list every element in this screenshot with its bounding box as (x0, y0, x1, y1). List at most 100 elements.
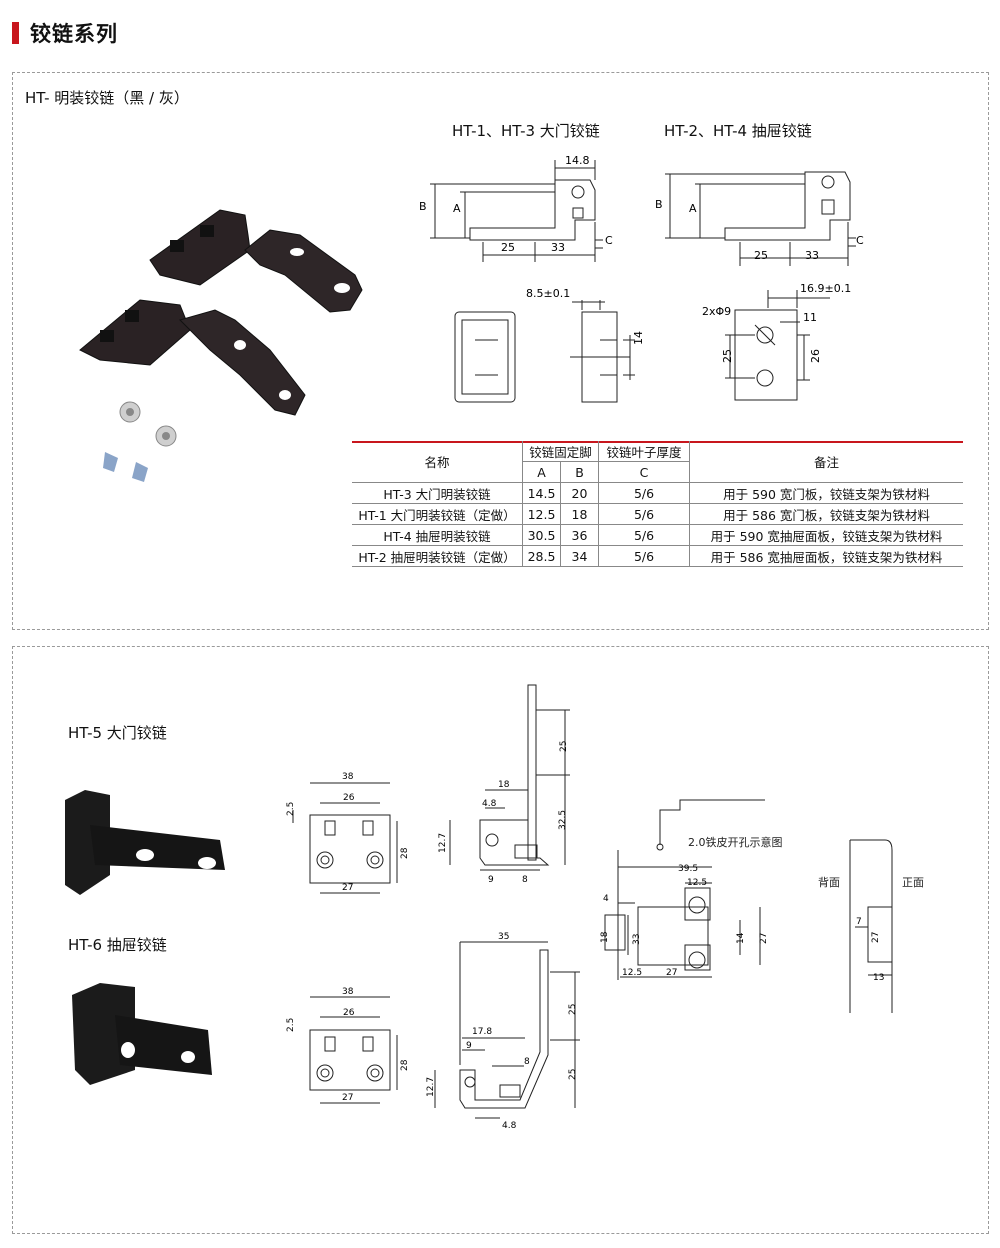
page-title: 铰链系列 (30, 22, 118, 46)
spec-table: 名称 铰链固定脚 铰链叶子厚度 备注 A B C HT-3 大门明装铰链 14.… (352, 441, 963, 567)
diagram-b-plate: 16.9±0.1 2xΦ9 11 25 26 (702, 282, 851, 401)
dim-26: 26 (809, 349, 822, 363)
back-label: 背面 (818, 876, 840, 889)
dim-b-a: A (689, 202, 697, 215)
hole-cutout-diagram: 39.5 12.5 4 18 33 14 27 12.5 27 (600, 799, 769, 980)
cell-c: 5/6 (598, 545, 690, 567)
dim-8-5: 8.5±0.1 (526, 287, 570, 300)
th-thick: 铰链叶子厚度 (598, 441, 690, 462)
cell-b: 18 (560, 503, 599, 525)
cell-note: 用于 590 宽抽屉面板，铰链支架为铁材料 (689, 524, 963, 546)
ht6-plate-drawing: 38 26 2.5 28 27 (286, 987, 410, 1104)
table-row: HT-2 抽屉明装铰链（定做） 28.5 34 5/6 用于 586 宽抽屉面板… (352, 545, 963, 567)
ht5-dim-38: 38 (342, 772, 354, 782)
dim-b: B (419, 200, 427, 213)
ht6-side-12-7: 12.7 (426, 1077, 436, 1097)
sect-dim-13: 13 (873, 973, 884, 983)
dim-b-33: 33 (805, 249, 819, 262)
ht5-plate-drawing: 38 26 2.5 28 27 (286, 772, 410, 894)
header-accent-bar (12, 22, 19, 44)
ht6-side-25a: 25 (568, 1004, 578, 1015)
dim-c: C (605, 234, 613, 247)
hole-dim-39-5: 39.5 (678, 864, 698, 874)
cell-a: 28.5 (522, 545, 561, 567)
cell-name: HT-3 大门明装铰链 (352, 482, 523, 504)
ht5-dim-2-5: 2.5 (286, 802, 296, 816)
ht6-side-9: 9 (466, 1041, 472, 1051)
table-row: HT-4 抽屉明装铰链 30.5 36 5/6 用于 590 宽抽屉面板，铰链支… (352, 524, 963, 546)
diagram-a-side-view: 14.8 B A C 25 33 (419, 154, 613, 262)
hole-dim-27: 27 (759, 933, 769, 944)
cell-c: 5/6 (598, 503, 690, 525)
ht6-product-photo (72, 983, 212, 1085)
diagram-a-plates: 8.5±0.1 14 (454, 287, 645, 403)
hole-dim-14: 14 (736, 932, 746, 944)
cell-name: HT-1 大门明装铰链（定做） (352, 503, 523, 525)
ht5-side-8: 8 (522, 875, 528, 885)
ht5-side-4-8: 4.8 (482, 799, 497, 809)
hole-dim-18: 18 (600, 931, 610, 943)
hole-dim-12-5: 12.5 (687, 878, 707, 888)
dim-holes: 2xΦ9 (702, 305, 731, 318)
th-b: B (560, 461, 599, 483)
ht6-dim-2-5: 2.5 (286, 1018, 296, 1032)
ht6-side-4-8: 4.8 (502, 1121, 517, 1131)
table-header-row: 名称 铰链固定脚 铰链叶子厚度 备注 (352, 441, 963, 483)
ht5-side-18: 18 (498, 780, 510, 790)
hole-dim-12-5b: 12.5 (622, 968, 642, 978)
sect-dim-7: 7 (856, 917, 862, 927)
hole-dim-4: 4 (603, 894, 609, 904)
ht5-side-32-5: 32.5 (558, 810, 568, 830)
cell-a: 12.5 (522, 503, 561, 525)
th-fix: 铰链固定脚 (522, 441, 599, 462)
ht5-dim-26: 26 (343, 793, 355, 803)
dim-b-c: C (856, 234, 864, 247)
dim-11: 11 (803, 311, 817, 324)
cell-a: 14.5 (522, 482, 561, 504)
ht6-side-8: 8 (524, 1057, 530, 1067)
ht6-dim-26: 26 (343, 1008, 355, 1018)
cell-note: 用于 590 宽门板，铰链支架为铁材料 (689, 482, 963, 504)
ht-hinge-product-photo (79, 209, 363, 482)
ht6-dim-28: 28 (400, 1059, 410, 1071)
ht5-dim-28: 28 (400, 847, 410, 859)
cell-name: HT-4 抽屉明装铰链 (352, 524, 523, 546)
table-row: HT-3 大门明装铰链 14.5 20 5/6 用于 590 宽门板，铰链支架为… (352, 482, 963, 504)
cell-name: HT-2 抽屉明装铰链（定做） (352, 545, 523, 567)
th-c: C (598, 461, 690, 483)
dim-25: 25 (501, 241, 515, 254)
sect-dim-27: 27 (871, 932, 881, 943)
section-view: 7 27 13 (849, 839, 893, 1013)
ht6-dim-27: 27 (342, 1093, 353, 1103)
panel-ht5-ht6 (12, 646, 989, 1234)
ht6-title: HT-6 抽屉铰链 (68, 936, 167, 954)
dim-25v: 25 (721, 349, 734, 363)
front-label: 正面 (902, 876, 924, 889)
hole-note: 2.0铁皮开孔示意图 (688, 836, 783, 849)
dim-b-25: 25 (754, 249, 768, 262)
dim-14-8: 14.8 (565, 154, 590, 167)
cell-b: 20 (560, 482, 599, 504)
ht5-product-photo (65, 790, 225, 895)
cell-a: 30.5 (522, 524, 561, 546)
th-note: 备注 (689, 441, 963, 483)
cell-note: 用于 586 宽门板，铰链支架为铁材料 (689, 503, 963, 525)
diagram-a-title: HT-1、HT-3 大门铰链 (452, 122, 600, 140)
ht5-dim-27: 27 (342, 883, 353, 893)
ht5-side-9: 9 (488, 875, 494, 885)
dim-a: A (453, 202, 461, 215)
hole-dim-33: 33 (632, 934, 642, 945)
ht6-side-drawing: 35 17.8 9 8 25 25 12.7 4.8 (426, 932, 580, 1131)
panel-ht-surface-hinges (12, 72, 989, 630)
cell-b: 34 (560, 545, 599, 567)
table-row: HT-1 大门明装铰链（定做） 12.5 18 5/6 用于 586 宽门板，铰… (352, 503, 963, 525)
cell-note: 用于 586 宽抽屉面板，铰链支架为铁材料 (689, 545, 963, 567)
ht5-side-drawing: 25 18 4.8 32.5 12.7 9 8 (438, 684, 570, 885)
dim-b-b: B (655, 198, 663, 211)
ht5-side-12-7: 12.7 (438, 833, 448, 853)
dim-14: 14 (632, 331, 645, 345)
cell-c: 5/6 (598, 524, 690, 546)
diagram-b-side-view: B A C 25 33 (655, 171, 864, 266)
diagram-b-title: HT-2、HT-4 抽屉铰链 (664, 122, 812, 140)
cell-c: 5/6 (598, 482, 690, 504)
